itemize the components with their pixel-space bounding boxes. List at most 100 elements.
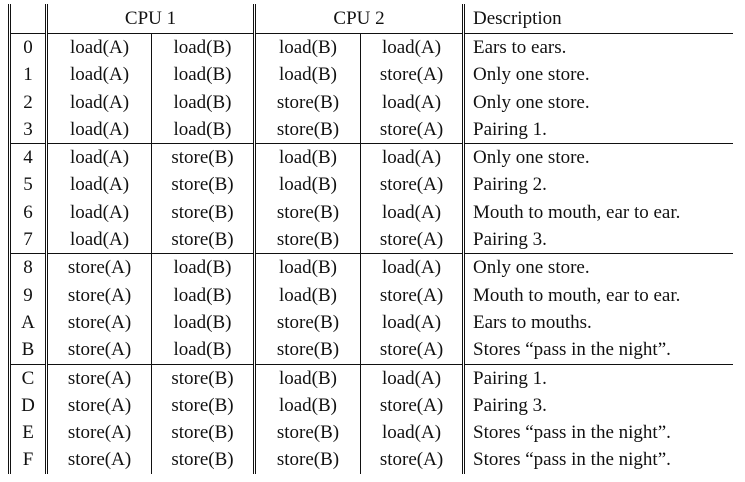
cpu1-first-op: load(A) [45,143,152,172]
cpu2-second-op: load(A) [360,143,464,172]
cpu1-first-op: store(A) [45,391,152,420]
row-description: Only one store. [462,143,733,172]
cpu1-second-op: store(B) [151,226,255,254]
cpu2-second-op: store(A) [360,446,464,474]
cpu1-second-op: store(B) [151,143,255,172]
row-id: 6 [8,198,47,227]
cpu2-second-op: load(A) [360,198,464,227]
cpu1-second-op: store(B) [151,171,255,199]
row-id: E [8,419,47,447]
row-description: Mouth to mouth, ear to ear. [462,198,733,227]
row-id: 4 [8,143,47,172]
row-description: Pairing 3. [462,391,733,420]
row-id: 7 [8,226,47,254]
cpu2-first-op: store(B) [253,308,361,337]
cpu1-first-op: load(A) [45,226,152,254]
row-id: C [8,363,47,392]
row-id: 3 [8,115,47,144]
cpu2-second-op: load(A) [360,419,464,447]
row-description: Only one store. [462,61,733,89]
cpu1-second-op: load(B) [151,88,255,116]
row-description: Ears to mouths. [462,308,733,337]
cpu2-second-op: load(A) [360,253,464,282]
row-id: 1 [8,61,47,89]
cpu2-first-op: load(B) [253,171,361,199]
cpu2-second-op: load(A) [360,33,464,62]
cpu1-first-op: load(A) [45,115,152,144]
cpu1-second-op: store(B) [151,419,255,447]
cpu1-first-op: store(A) [45,419,152,447]
cpu1-second-op: load(B) [151,308,255,337]
cpu2-first-op: load(B) [253,281,361,309]
cpu2-second-op: store(A) [360,171,464,199]
row-description: Mouth to mouth, ear to ear. [462,281,733,309]
cpu1-second-op: load(B) [151,33,255,62]
cpu1-first-op: store(A) [45,363,152,392]
cpu2-first-op: store(B) [253,115,361,144]
cpu1-second-op: store(B) [151,446,255,474]
cpu1-first-op: store(A) [45,308,152,337]
cpu2-second-op: store(A) [360,336,464,365]
row-id: B [8,336,47,365]
cpu1-first-op: store(A) [45,446,152,474]
header-description: Description [462,4,733,34]
row-id: 2 [8,88,47,116]
row-id: 9 [8,281,47,309]
header-cpu1: CPU 1 [45,4,255,34]
cpu2-first-op: store(B) [253,336,361,365]
row-description: Pairing 2. [462,171,733,199]
cpu2-first-op: store(B) [253,88,361,116]
row-description: Stores “pass in the night”. [462,446,733,474]
cpu1-second-op: load(B) [151,61,255,89]
row-description: Pairing 1. [462,115,733,144]
cpu2-first-op: load(B) [253,33,361,62]
cpu2-first-op: load(B) [253,363,361,392]
cpu2-first-op: store(B) [253,198,361,227]
cpu2-second-op: store(A) [360,226,464,254]
cpu1-second-op: load(B) [151,281,255,309]
cpu1-second-op: load(B) [151,115,255,144]
row-description: Ears to ears. [462,33,733,62]
cpu2-first-op: store(B) [253,419,361,447]
cpu2-second-op: load(A) [360,363,464,392]
row-id: A [8,308,47,337]
cpu2-second-op: store(A) [360,61,464,89]
cpu1-first-op: load(A) [45,33,152,62]
row-description: Pairing 1. [462,363,733,392]
row-id: 5 [8,171,47,199]
cpu1-second-op: store(B) [151,198,255,227]
table-header-row: CPU 1 CPU 2 Description [8,4,733,34]
cpu2-first-op: load(B) [253,61,361,89]
cpu1-second-op: store(B) [151,391,255,420]
row-id: 8 [8,253,47,282]
header-cpu2: CPU 2 [253,4,464,34]
cpu1-first-op: load(A) [45,61,152,89]
cpu1-first-op: store(A) [45,336,152,365]
cpu2-second-op: store(A) [360,281,464,309]
cpu1-first-op: store(A) [45,281,152,309]
cpu2-first-op: load(B) [253,143,361,172]
cpu2-second-op: load(A) [360,308,464,337]
row-description: Only one store. [462,88,733,116]
cpu2-first-op: store(B) [253,226,361,254]
cpu2-second-op: store(A) [360,115,464,144]
cpu1-second-op: load(B) [151,336,255,365]
row-description: Stores “pass in the night”. [462,336,733,365]
cpu2-first-op: store(B) [253,446,361,474]
cpu1-second-op: store(B) [151,363,255,392]
cpu2-first-op: load(B) [253,391,361,420]
